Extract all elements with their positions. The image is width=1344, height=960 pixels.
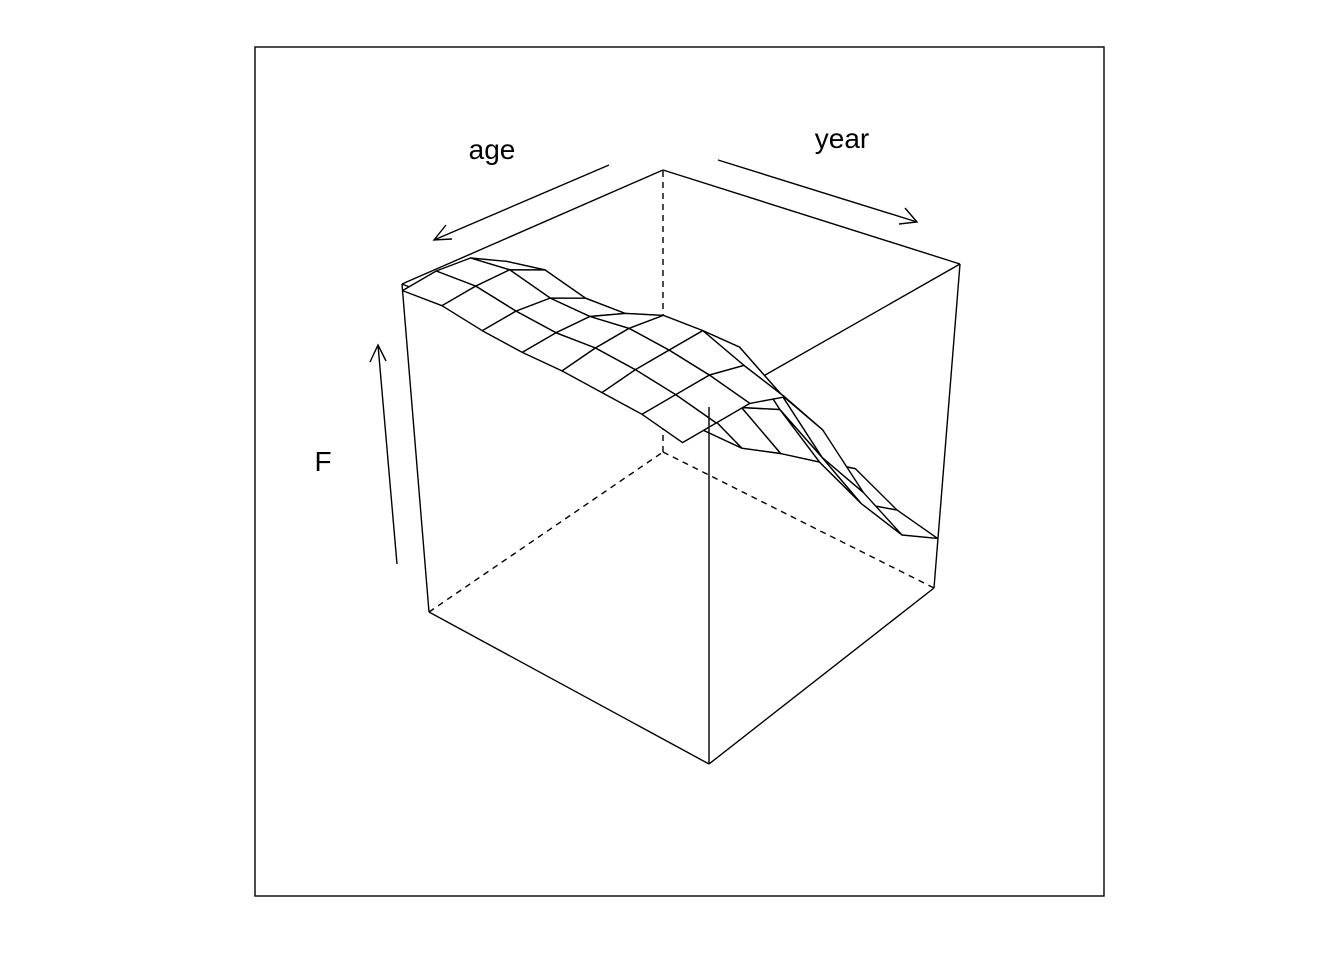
age-axis-label: age xyxy=(469,134,516,165)
f-axis: F xyxy=(314,343,398,565)
age-axis: age xyxy=(432,134,610,241)
surface-facet xyxy=(641,394,717,444)
age-axis-arrow xyxy=(433,164,610,241)
box-edge-left-vertical xyxy=(401,283,430,613)
year-axis-arrowhead xyxy=(898,207,919,225)
surface-mesh xyxy=(401,257,939,540)
f-axis-arrowhead xyxy=(369,343,387,363)
box-edge-hidden-bottom-age xyxy=(428,451,664,613)
year-axis-label: year xyxy=(815,123,869,154)
box-edge-bottom-front-right xyxy=(708,587,935,765)
box-edge-right-vertical xyxy=(933,263,961,589)
f-axis-label: F xyxy=(314,446,331,477)
year-axis-arrow xyxy=(717,159,918,223)
plot-frame xyxy=(254,46,1105,897)
surface-facet xyxy=(821,456,903,536)
year-axis: year xyxy=(717,123,919,225)
f-axis-arrow xyxy=(377,344,398,565)
box-edge-bottom-front-left xyxy=(428,611,710,765)
box-edge-top-back-left xyxy=(401,169,664,285)
front-box-edges xyxy=(428,407,935,765)
box-edge-top-back-right xyxy=(662,169,961,265)
age-axis-arrowhead xyxy=(432,224,453,241)
